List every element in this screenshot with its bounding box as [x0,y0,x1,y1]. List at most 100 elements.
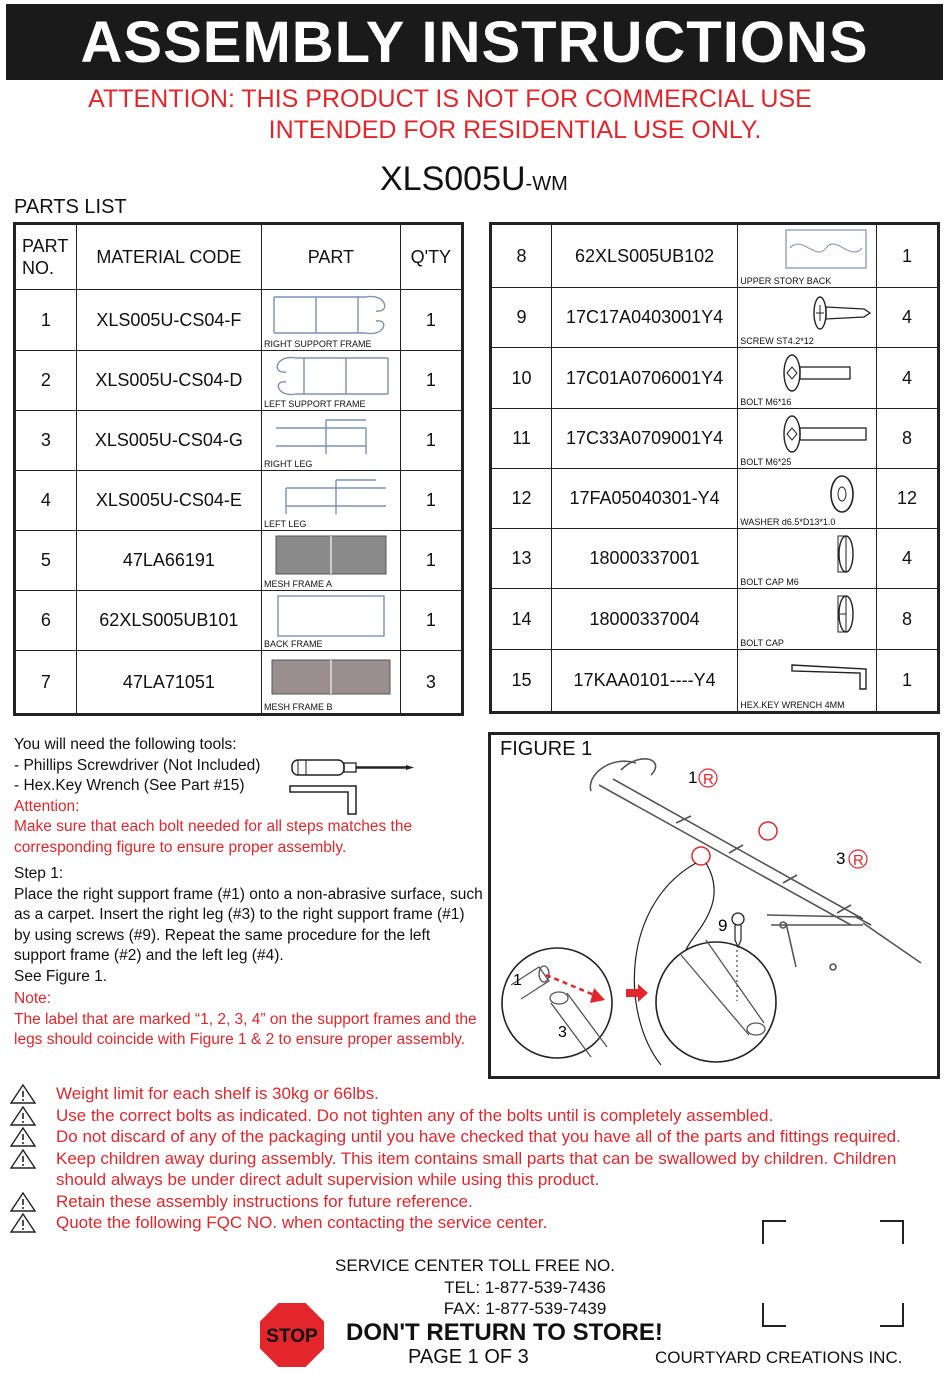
r-mark-icon-2 [848,849,868,869]
quantity: 1 [399,590,464,651]
fqc-corner-br [880,1303,904,1327]
arrow-icon [626,984,648,1002]
part-number: 10 [490,347,552,409]
part-caption: LEFT SUPPORT FRAME [264,399,366,409]
assembly-diagram: 1 R 3 R 1 3 9 [501,758,922,1066]
upper-story-back-icon [785,229,867,269]
r-mark-3: R [853,852,864,869]
material-code: XLS005U-CS04-G [75,410,263,471]
material-code: 18000337001 [550,528,739,590]
attention-text: Make sure that each bolt needed for all … [14,818,413,856]
mesh-frame-a-icon [275,535,387,575]
quantity: 4 [876,347,939,409]
part-number: 2 [14,350,77,411]
bolt-short-icon [783,354,851,393]
screw-head-icon [731,912,745,926]
warning-text: Keep children away during assembly. This… [56,1148,897,1190]
material-code: 47LA66191 [75,530,263,591]
warning-text: Do not discard of any of the packaging u… [56,1127,901,1146]
header-part: PART [261,223,401,290]
material-code: 17C17A0403001Y4 [550,287,739,349]
model-code: XLS005U [380,160,526,198]
warning-text: Weight limit for each shelf is 30kg or 6… [56,1084,379,1103]
part-image-cell: BACK FRAME [261,590,401,651]
bolt-cap-icon [837,595,854,634]
tool-hex-key: - Hex.Key Wrench (See Part #15) [14,777,245,794]
part-number: 7 [14,650,77,715]
part-number: 5 [14,530,77,591]
part-image-cell: HEX.KEY WRENCH 4MM [737,648,877,714]
warning-item: Use the correct bolts as indicated. Do n… [10,1105,930,1127]
washer-icon [830,475,854,513]
attention-line-2: INTENDED FOR RESIDENTIAL USE ONLY. [268,116,762,144]
warning-text: Quote the following FQC NO. when contact… [56,1213,548,1232]
quantity: 1 [399,530,464,591]
company-name: COURTYARD CREATIONS INC. [655,1348,903,1367]
fqc-corner-bl [762,1303,786,1327]
part-caption: MESH FRAME B [264,702,333,712]
quantity: 4 [876,528,939,590]
warning-triangle-icon [10,1213,36,1233]
material-code: XLS005U-CS04-F [75,289,263,351]
part-image-cell: MESH FRAME B [261,650,401,715]
note-text: The label that are marked “1, 2, 3, 4” o… [14,1010,477,1049]
quantity: 1 [399,289,464,351]
step-title: Step 1: [14,865,64,882]
detail-label-1: 1 [513,972,522,989]
model-suffix: -WM [525,173,568,195]
hex-key-icon [289,785,357,815]
instructions-column: You will need the following tools: - Phi… [14,735,489,1051]
quantity: 8 [876,588,939,650]
mesh-frame-b-icon [271,659,391,695]
quantity: 1 [399,410,464,471]
title-banner: ASSEMBLY INSTRUCTIONS [6,4,943,80]
material-code: 17KAA0101----Y4 [550,648,739,714]
part-number: 8 [490,222,552,289]
step-ref: See Figure 1. [14,967,108,985]
header-material-code: MATERIAL CODE [75,223,263,290]
material-code: 62XLS005UB102 [550,222,739,289]
part-caption: UPPER STORY BACK [740,276,832,287]
warning-item: Quote the following FQC NO. when contact… [10,1212,930,1234]
part-image-cell: RIGHT SUPPORT FRAME [261,289,401,351]
quantity: 4 [876,287,939,349]
material-code: 47LA71051 [75,650,263,715]
support-frame-right-icon [273,295,386,335]
part-caption: HEX.KEY WRENCH 4MM [740,700,845,710]
fqc-corner-tl [762,1220,786,1244]
quantity: 1 [876,222,939,289]
part-caption: LEFT LEG [264,519,307,529]
page-number: PAGE 1 OF 3 [408,1346,529,1368]
part-image-cell: WASHER d6.5*D13*1.0 [737,467,877,530]
tool-screwdriver: - Phillips Screwdriver (Not Included) [14,756,261,774]
warning-triangle-icon [10,1148,36,1169]
model-number: XLS005U-WM [380,160,568,199]
part-caption: BOLT CAP M6 [740,577,799,588]
part-number: 6 [14,590,77,651]
part-number: 11 [490,407,552,469]
dont-return-text: DON'T RETURN TO STORE! [346,1319,663,1346]
header-qty: Q'TY [399,223,464,290]
part-image-cell: BOLT CAP M6 [737,528,877,590]
service-tel: TEL: 1-877-539-7436 [444,1278,606,1297]
detail-label-3: 3 [558,1024,567,1041]
warning-text: Retain these assembly instructions for f… [56,1191,473,1211]
part-caption: BOLT M6*25 [740,456,792,467]
part-caption: SCREW ST4.2*12 [740,336,814,347]
r-mark-1: R [703,771,714,788]
warning-triangle-icon [10,1127,36,1147]
material-code: XLS005U-CS04-E [75,470,263,531]
warning-triangle-icon [10,1105,36,1126]
parts-list-title: PARTS LIST [14,196,127,218]
material-code: 18000337004 [550,588,739,650]
part-number: 14 [490,588,552,650]
